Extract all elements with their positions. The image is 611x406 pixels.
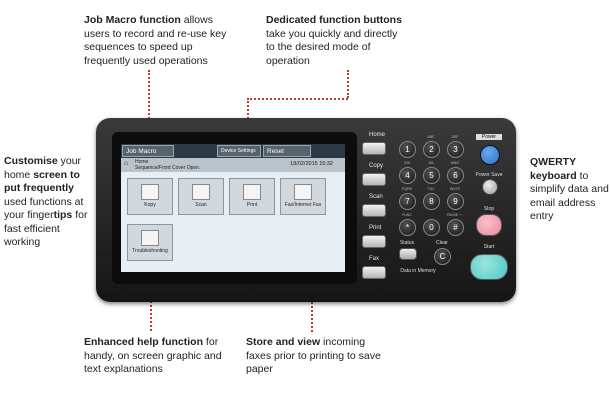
home-label: Home — [369, 132, 386, 138]
power-label: Power — [476, 134, 502, 140]
tab-device-settings[interactable]: Device Settings — [217, 145, 261, 157]
status-time: 18/02/2015 15:32 — [290, 161, 333, 167]
copy-hw-button[interactable] — [362, 173, 386, 186]
home-icon: ⌂ — [124, 160, 129, 167]
fax-icon — [294, 184, 312, 200]
keypad-3[interactable]: 3 — [447, 141, 464, 158]
leader-job-macro — [148, 70, 150, 150]
power-button[interactable] — [480, 145, 500, 165]
annotation-job-macro: Job Macro function allows users to recor… — [84, 14, 227, 67]
keypad-6[interactable]: 6 — [447, 167, 464, 184]
clear-label: Clear — [436, 240, 448, 246]
key-hash-sub: PAUSE + - — [446, 213, 464, 217]
annotation-help: Enhanced help function for handy, on scr… — [84, 336, 222, 375]
annotation-store-view: Store and view incoming faxes prior to p… — [246, 336, 381, 375]
screen-bezel: Job Macro Device Settings Reset ⌂ Home S… — [112, 132, 357, 284]
status-label: Status — [399, 240, 415, 246]
key-2-sub: ABC — [427, 135, 435, 139]
keypad-4[interactable]: 4 — [399, 167, 416, 184]
keypad-1[interactable]: 1 — [399, 141, 416, 158]
key-star-sub: FUNC — [402, 213, 412, 217]
tab-reset[interactable]: Reset — [263, 145, 311, 157]
print-hw-button[interactable] — [362, 235, 386, 248]
scan-label: Scan — [369, 194, 383, 200]
status-message: Sequence/Front Cover Open. — [135, 165, 201, 171]
scan-hw-button[interactable] — [362, 204, 386, 217]
key-5-sub: JKL — [427, 161, 435, 165]
stop-label: Stop — [483, 206, 495, 212]
screen-tabs: Job Macro Device Settings Reset — [121, 144, 345, 158]
annotation-dedicated-buttons: Dedicated function buttons take you quic… — [266, 14, 402, 67]
control-panel: Job Macro Device Settings Reset ⌂ Home S… — [96, 118, 516, 302]
power-save-label: Power Save — [475, 172, 503, 178]
keypad-5[interactable]: 5 — [423, 167, 440, 184]
keypad-2[interactable]: 2 — [423, 141, 440, 158]
data-in-memory-label: Data in Memory — [400, 268, 436, 274]
start-button[interactable] — [470, 254, 508, 280]
troubleshooting-button[interactable]: Troubleshooting — [127, 224, 173, 261]
fax-label: Fax — [369, 256, 380, 262]
key-4-sub: GHI — [403, 161, 411, 165]
power-save-button[interactable] — [482, 179, 498, 195]
status-hw-button[interactable] — [399, 248, 417, 260]
key-9-sub: WXYZ — [449, 187, 461, 191]
key-7-sub: PQRS — [402, 187, 412, 191]
keypad-0[interactable]: 0 — [423, 219, 440, 236]
keypad-9[interactable]: 9 — [447, 193, 464, 210]
key-6-sub: MNO — [450, 161, 460, 165]
annotation-qwerty: QWERTY keyboard to simplify data and ema… — [530, 156, 609, 222]
leader-dedicated-h — [247, 98, 348, 100]
print-icon — [243, 184, 261, 200]
copy-label: Copy — [369, 163, 384, 169]
scan-icon — [192, 184, 210, 200]
annotation-customise: Customise your home screen to put freque… — [4, 155, 88, 248]
key-3-sub: DEF — [451, 135, 459, 139]
keypad-star[interactable]: * — [399, 219, 416, 236]
copy-icon — [141, 184, 159, 200]
touch-screen: Job Macro Device Settings Reset ⌂ Home S… — [121, 144, 345, 272]
keypad-8[interactable]: 8 — [423, 193, 440, 210]
scan-function-button[interactable]: Scan — [178, 178, 224, 215]
clear-hw-button[interactable]: C — [434, 248, 451, 265]
fax-function-button[interactable]: Fax/Internet Fax — [280, 178, 326, 215]
question-icon — [141, 230, 159, 246]
status-home: Home — [135, 159, 149, 165]
print-function-button[interactable]: Print — [229, 178, 275, 215]
status-bar: ⌂ Home Sequence/Front Cover Open. 18/02/… — [121, 158, 345, 172]
start-label: Start — [483, 244, 495, 250]
leader-dedicated-v1 — [347, 70, 349, 98]
copy-function-button[interactable]: Kopy — [127, 178, 173, 215]
key-8-sub: TUV — [427, 187, 435, 191]
fax-hw-button[interactable] — [362, 266, 386, 279]
keypad-7[interactable]: 7 — [399, 193, 416, 210]
print-label: Print — [369, 225, 382, 231]
keypad-hash[interactable]: # — [447, 219, 464, 236]
home-hw-button[interactable] — [362, 142, 386, 155]
stop-button[interactable] — [476, 214, 502, 236]
tab-job-macro[interactable]: Job Macro — [122, 145, 174, 157]
